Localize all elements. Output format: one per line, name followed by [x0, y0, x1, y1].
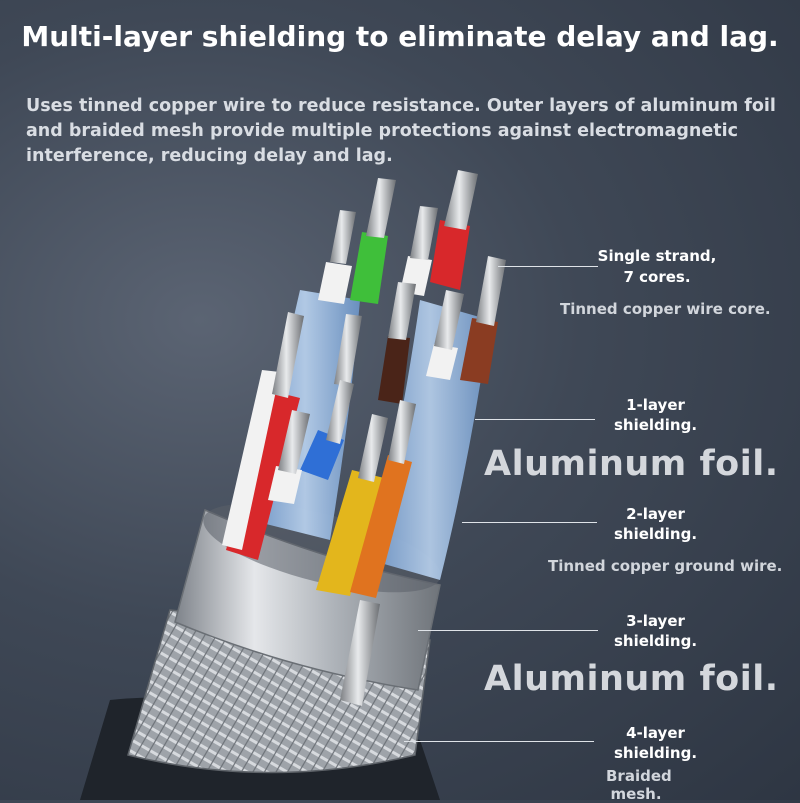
callout-line-layer3 — [418, 630, 598, 631]
wire-white-large — [222, 370, 280, 550]
ground-wire — [340, 600, 380, 706]
callout-line-core — [498, 266, 598, 267]
wire-red-small — [430, 220, 470, 290]
layer1-material: Aluminum foil. — [484, 444, 779, 484]
callout-line-layer2 — [462, 522, 597, 523]
callout-line-layer1 — [475, 419, 595, 420]
layer3-label: 3-layer shielding. — [613, 612, 698, 650]
layer4-detail: Braided mesh. — [606, 767, 672, 803]
page-title: Multi-layer shielding to eliminate delay… — [21, 20, 779, 53]
foil-wrap-right — [370, 300, 490, 580]
wire-white-small-3 — [426, 344, 458, 380]
layer3-material: Aluminum foil. — [484, 659, 779, 699]
wire-yellow — [316, 470, 384, 596]
core-label: Single strand, 7 cores. — [597, 247, 717, 286]
wire-white-small-1 — [318, 262, 352, 304]
layer2-detail: Tinned copper ground wire. — [548, 557, 783, 575]
layer4-label: 4-layer shielding. — [613, 724, 698, 762]
wire-blue — [300, 430, 344, 480]
layer2-label: 2-layer shielding. — [613, 505, 698, 543]
description-text: Uses tinned copper wire to reduce resist… — [26, 96, 776, 166]
wire-green — [350, 232, 388, 304]
wire-white-small-4 — [268, 466, 302, 504]
wire-brown-dark — [378, 336, 410, 404]
callout-line-layer4 — [404, 741, 594, 742]
wire-brown — [460, 318, 498, 384]
core-detail: Tinned copper wire core. — [560, 300, 771, 318]
layer1-label: 1-layer shielding. — [613, 396, 698, 434]
wire-orange — [350, 455, 412, 598]
